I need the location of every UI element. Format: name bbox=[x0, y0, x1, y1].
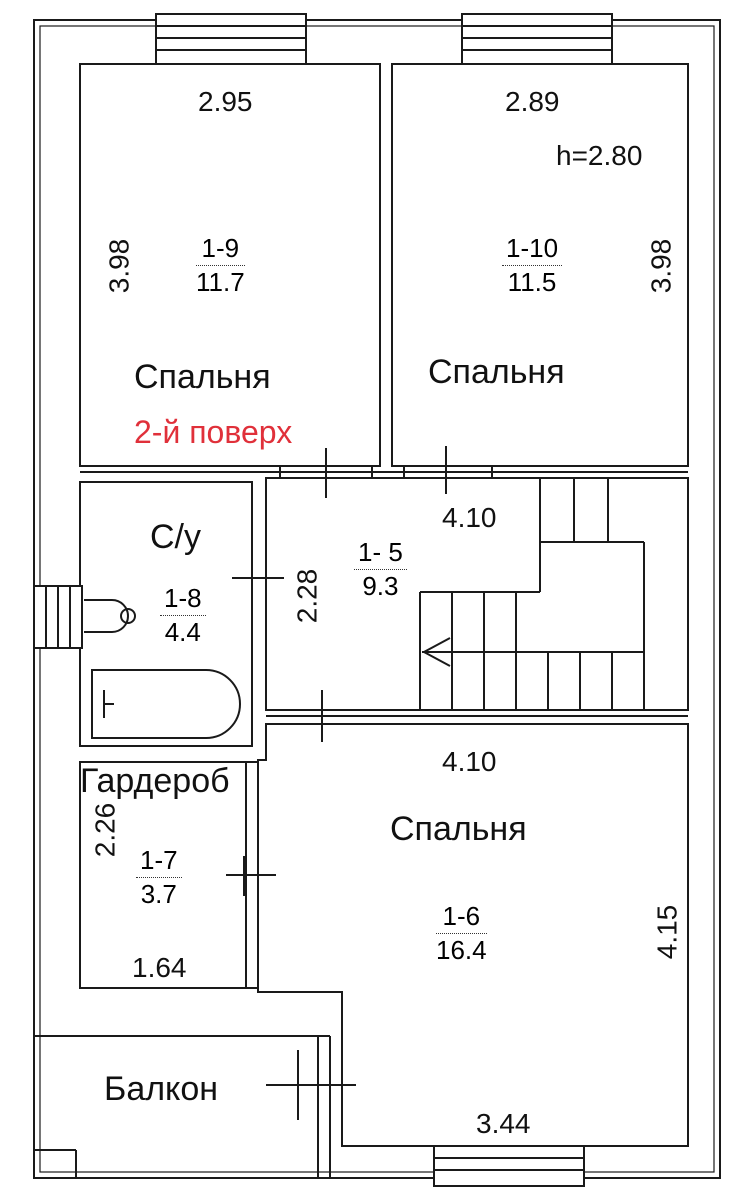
room-1-6-tag: 1-6 16.4 bbox=[436, 902, 487, 964]
room-1-6-id: 1-6 bbox=[436, 902, 487, 934]
room-1-5-tag: 1- 5 9.3 bbox=[354, 538, 407, 600]
room-1-8-area: 4.4 bbox=[164, 616, 201, 647]
room-1-6-name: Спальня bbox=[390, 810, 527, 848]
room-1-9-name: Спальня bbox=[134, 358, 271, 396]
dim-hall-depth: 2.28 bbox=[291, 568, 323, 624]
dim-hall-width: 4.10 bbox=[442, 502, 497, 533]
dim-room110-depth: 3.98 bbox=[645, 238, 677, 294]
room-1-7-id: 1-7 bbox=[136, 846, 182, 878]
floor-title: 2-й поверх bbox=[134, 414, 293, 450]
dim-room19-width: 2.95 bbox=[198, 86, 253, 117]
balcony-label: Балкон bbox=[104, 1070, 219, 1108]
dim-bedroom-bottom: 3.44 bbox=[476, 1108, 531, 1139]
dim-bedroom-width: 4.10 bbox=[442, 746, 497, 777]
room-1-10-name: Спальня bbox=[428, 353, 565, 391]
room-1-10-area: 11.5 bbox=[507, 266, 557, 297]
toilet bbox=[84, 599, 136, 633]
room-1-10-walls bbox=[391, 63, 689, 467]
room-1-7-area: 3.7 bbox=[140, 878, 177, 909]
room-1-6-area: 16.4 bbox=[436, 934, 487, 965]
room-1-10-id: 1-10 bbox=[502, 234, 563, 266]
room-1-9-walls bbox=[79, 63, 381, 467]
room-1-8-tag: 1-8 4.4 bbox=[160, 584, 206, 646]
window-left bbox=[33, 585, 83, 649]
dim-room19-depth: 3.98 bbox=[103, 238, 135, 294]
room-1-5-id: 1- 5 bbox=[354, 538, 407, 570]
dim-bedroom-depth: 4.15 bbox=[651, 904, 683, 960]
dim-wardrobe-width: 1.64 bbox=[132, 952, 187, 983]
room-1-8-id: 1-8 bbox=[160, 584, 206, 616]
room-1-7-tag: 1-7 3.7 bbox=[136, 846, 182, 908]
balcony bbox=[34, 1035, 356, 1178]
room-1-9-tag: 1-9 11.7 bbox=[196, 234, 245, 296]
dim-wardrobe-depth: 2.26 bbox=[89, 802, 121, 858]
dim-room110-width: 2.89 bbox=[505, 86, 560, 117]
window-bottom bbox=[433, 1145, 585, 1187]
window-top-right bbox=[461, 13, 613, 65]
room-1-6-walls bbox=[257, 723, 689, 1147]
window-top-left bbox=[155, 13, 307, 65]
room-1-5-area: 9.3 bbox=[362, 570, 399, 601]
room-1-7-name: Гардероб bbox=[80, 762, 230, 800]
room-1-5-walls bbox=[265, 477, 689, 711]
ceiling-height: h=2.80 bbox=[556, 140, 643, 171]
room-1-9-area: 11.7 bbox=[196, 266, 245, 297]
staircase bbox=[419, 478, 645, 710]
bathtub bbox=[91, 669, 241, 739]
room-1-9-id: 1-9 bbox=[196, 234, 245, 266]
room-1-8-name: С/у bbox=[150, 518, 201, 556]
room-1-10-tag: 1-10 11.5 bbox=[502, 234, 563, 297]
